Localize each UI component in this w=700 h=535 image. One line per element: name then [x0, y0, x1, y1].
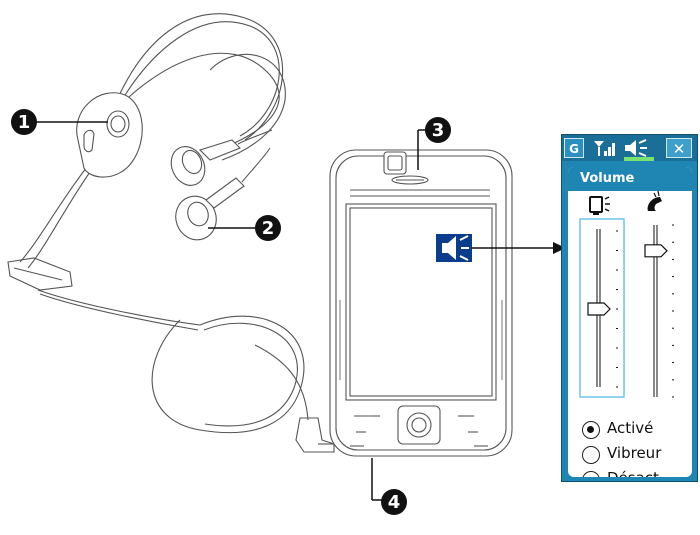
- radio-active-circle[interactable]: [582, 421, 600, 439]
- callout-4: 4: [371, 458, 407, 515]
- volume-header: Volume: [568, 167, 692, 191]
- callout-2: 2: [208, 215, 281, 241]
- slider-area: [579, 191, 674, 398]
- stereo-headset: [7, 13, 335, 453]
- close-icon: ✕: [672, 140, 686, 158]
- volume-panel: Volume: [568, 167, 692, 477]
- g-button[interactable]: G: [564, 138, 584, 158]
- svg-text:2: 2: [262, 218, 275, 239]
- radio-vibrate-circle[interactable]: [582, 446, 600, 464]
- title-bar: G ✕: [562, 135, 697, 161]
- radio-active-dot: [587, 426, 594, 433]
- radio-off-label: Désact.: [607, 469, 664, 477]
- close-button[interactable]: ✕: [666, 138, 692, 158]
- svg-text:3: 3: [432, 120, 445, 141]
- phone-handset-icon: [647, 191, 662, 211]
- system-slider-thumb[interactable]: [587, 302, 611, 316]
- speaker-toolbar-icon[interactable]: [621, 138, 651, 158]
- callout-3: 3: [417, 117, 451, 170]
- radio-active-label: Activé: [607, 419, 654, 437]
- ringer-volume-slider[interactable]: [644, 224, 674, 398]
- volume-title: Volume: [580, 171, 635, 186]
- volume-popup: G ✕ Volume: [561, 134, 698, 482]
- speaker-icon[interactable]: [436, 234, 472, 262]
- callout-1: 1: [11, 109, 108, 135]
- radio-off-circle[interactable]: [582, 471, 600, 477]
- nav-pad: [397, 405, 441, 445]
- active-indicator: [624, 157, 654, 161]
- system-volume-slider[interactable]: [587, 229, 618, 388]
- signal-icon[interactable]: [592, 138, 618, 158]
- device-speaker-icon: [589, 196, 610, 215]
- radio-vibrate-label: Vibreur: [607, 444, 662, 462]
- ringer-slider-thumb[interactable]: [644, 244, 668, 258]
- svg-text:1: 1: [18, 112, 31, 133]
- svg-text:4: 4: [388, 492, 401, 513]
- pocket-pc-device: [329, 149, 513, 457]
